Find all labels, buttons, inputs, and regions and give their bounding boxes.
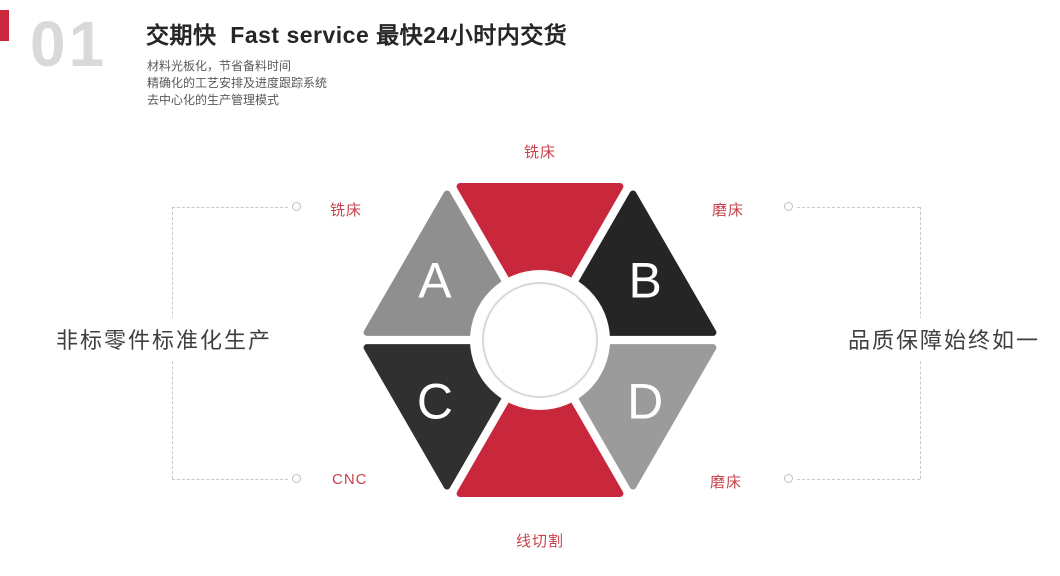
slide-title: 交期快 Fast service 最快24小时内交货	[146, 22, 568, 48]
connector-node-right-top	[784, 202, 793, 211]
connector-node-right-bottom	[784, 474, 793, 483]
connector-node-left-top	[292, 202, 301, 211]
hex-letter-B: B	[628, 252, 661, 308]
hex-letter-A: A	[418, 252, 452, 308]
hub-circle	[482, 282, 598, 398]
hex-letter-D: D	[627, 374, 663, 430]
hex-label-top: 铣床	[523, 144, 556, 161]
subtitle-line: 去中心化的生产管理模式	[147, 93, 280, 107]
hex-label-upper-right: 磨床	[712, 202, 745, 219]
section-number: 01	[30, 8, 108, 80]
hex-label-bottom: 线切割	[515, 533, 564, 550]
connector-line-left-top	[172, 207, 288, 208]
connector-line-right-bottom	[797, 479, 920, 480]
hex-diagram: B D C A	[363, 182, 717, 498]
subtitle-line: 精确化的工艺安排及进度跟踪系统	[147, 76, 328, 90]
connector-line-right-top	[797, 207, 920, 208]
hex-label-lower-right: 磨床	[710, 474, 743, 491]
hex-segment-bottom	[456, 351, 624, 498]
subtitle-line: 材料光板化，节省备料时间	[147, 59, 292, 73]
hex-letter-C: C	[417, 374, 453, 430]
connector-line-left-bottom	[172, 479, 288, 480]
accent-bar	[0, 10, 9, 41]
right-caption: 品质保障始终如一	[844, 318, 1045, 360]
hex-segment-top	[456, 182, 624, 329]
left-caption: 非标零件标准化生产	[52, 318, 277, 360]
hex-label-upper-left: 铣床	[330, 202, 363, 219]
hex-label-lower-left: CNC	[332, 471, 368, 488]
subtitle-block: 材料光板化，节省备料时间 精确化的工艺安排及进度跟踪系统 去中心化的生产管理模式	[147, 58, 327, 109]
connector-node-left-bottom	[292, 474, 301, 483]
